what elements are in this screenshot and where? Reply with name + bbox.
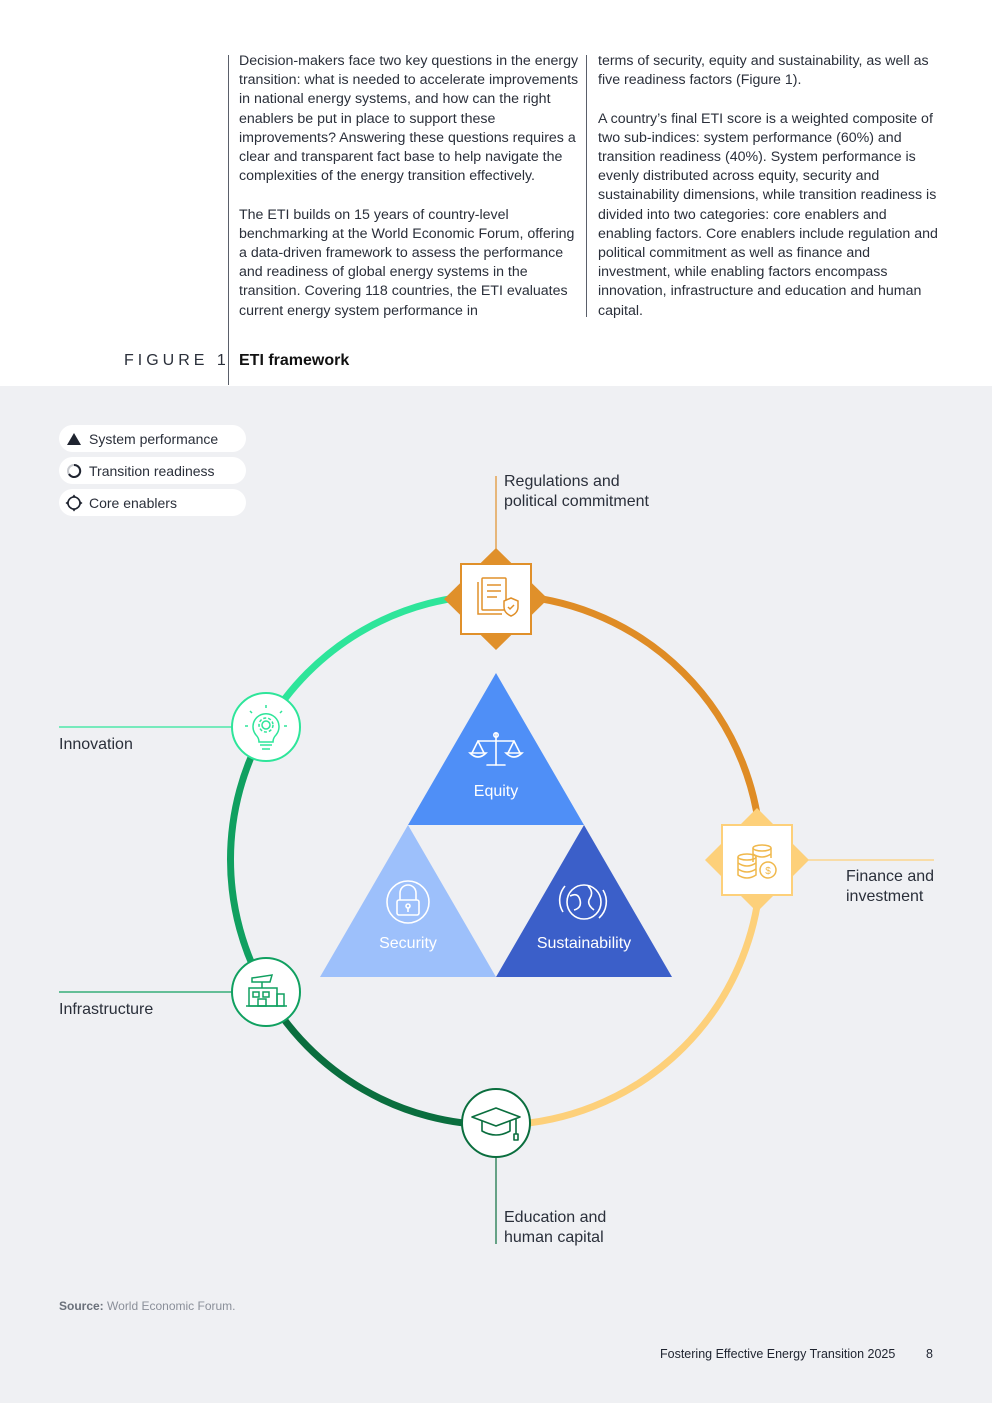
lightbulb-gear-icon [245,705,287,750]
infrastructure-node [231,957,301,1027]
building-icon [246,974,287,1007]
diamond-circle-icon [59,494,89,512]
figure-label: FIGURE 1 [124,352,230,369]
innovation-label: Innovation [59,736,133,753]
lock-icon [386,880,430,924]
ring-regulations-finance [495,591,765,861]
page-number: 8 [926,1347,933,1361]
middle-rule [586,55,587,317]
equity-label: Equity [474,783,518,800]
regulations-label: Regulations and political commitment [504,473,649,510]
legend-label: Core enablers [89,494,177,511]
col2-paragraph-2: A country’s final ETI score is a weighte… [598,110,938,319]
source-note: Source: World Economic Forum. [59,1299,236,1313]
eti-framework-diagram: Equity Security Sustainability [59,476,934,1244]
security-triangle [320,825,496,977]
sustainability-label: Sustainability [537,935,631,952]
ring-finance-education [495,859,765,1129]
col1-paragraph-1: Decision-makers face two key questions i… [239,53,579,185]
col2-paragraph-1: terms of security, equity and sustainabi… [598,53,929,89]
text-section [0,0,992,386]
legend-label: System performance [89,430,219,447]
document-shield-icon [477,577,519,617]
regulations-node [444,548,548,650]
education-node [461,1088,531,1158]
education-label: Education and human capital [504,1209,607,1246]
text-column-2: terms of security, equity and sustainabi… [598,52,938,321]
finance-node: $ [705,808,809,912]
svg-text:$: $ [765,866,771,877]
graduation-cap-icon [471,1107,521,1141]
footer-title: Fostering Effective Energy Transition 20… [660,1347,896,1361]
scales-icon [468,731,524,766]
legend-core-enablers: Core enablers [59,489,246,516]
col1-paragraph-2: The ETI builds on 15 years of country-le… [239,206,575,319]
ring-infrastructure-innovation [227,725,270,994]
left-rule [228,55,229,385]
figure-title: ETI framework [239,352,350,369]
globe-leaf-icon [558,884,608,920]
text-column-1: Decision-makers face two key questions i… [239,52,579,321]
ring-education-infrastructure [262,990,497,1129]
legend-label: Transition readiness [89,462,215,479]
legend-transition-readiness: Transition readiness [59,457,246,484]
finance-label: Finance and investment [846,868,935,905]
sustainability-triangle [496,825,672,977]
security-label: Security [379,935,437,952]
triangle-icon [59,432,89,446]
partial-circle-icon [59,463,89,479]
coins-icon: $ [737,844,777,879]
innovation-node [231,692,301,762]
legend-system-performance: System performance [59,425,246,452]
infrastructure-label: Infrastructure [59,1001,154,1018]
